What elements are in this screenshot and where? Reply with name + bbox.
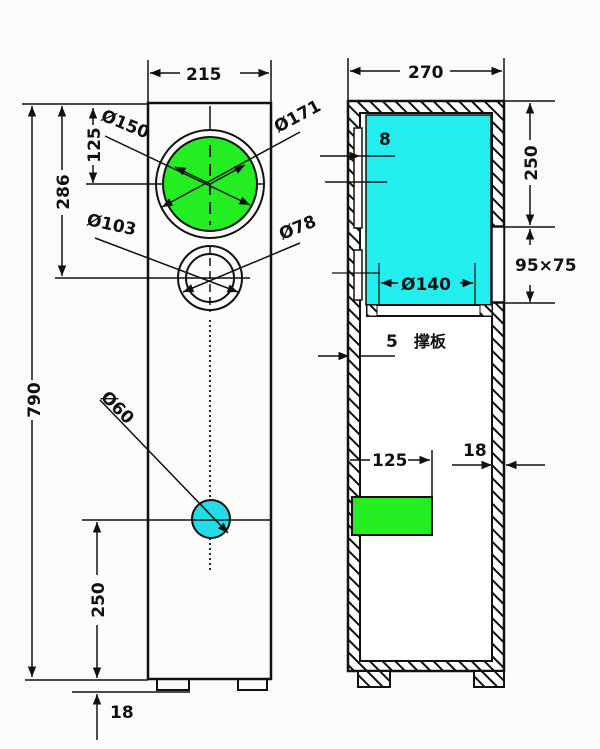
dim-port: Ø60 [96, 387, 137, 428]
side-foot-back [473, 670, 505, 688]
absorber-block [351, 496, 433, 536]
dim-woofer-offset: 125 [85, 127, 105, 163]
side-view [318, 58, 555, 688]
support-board [366, 304, 493, 317]
dim-baffle: Ø140 [401, 275, 451, 295]
dim-vent: 95×75 [515, 256, 577, 276]
dim-wall-thickness: 18 [463, 441, 487, 461]
dim-absorber-width: 125 [372, 451, 408, 471]
sealed-enclosure [365, 114, 492, 306]
front-foot-left [156, 679, 190, 691]
dim-woofer-center: 286 [54, 174, 74, 210]
dim-panel: 8 [379, 130, 391, 150]
dim-woofer-inner: Ø150 [98, 106, 152, 143]
dim-tweeter-outer: Ø103 [85, 210, 138, 240]
dim-chamber-height: 250 [522, 145, 542, 181]
dim-port-height: 250 [89, 582, 109, 618]
dim-front-width: 215 [186, 65, 222, 85]
dim-total-height: 790 [25, 382, 45, 418]
side-foot-front [357, 670, 391, 688]
front-view [22, 60, 301, 740]
dim-tweeter-inner: Ø78 [276, 212, 319, 245]
label-support-board: 撑板 [414, 332, 447, 351]
dim-side-depth: 270 [408, 63, 444, 83]
dim-woofer-outer: Ø171 [271, 96, 324, 137]
dim-board-thickness: 5 [386, 332, 398, 352]
front-foot-right [237, 679, 268, 691]
front-cabinet-outline [146, 101, 273, 681]
dim-feet: 18 [110, 703, 134, 723]
bass-port [191, 499, 231, 539]
